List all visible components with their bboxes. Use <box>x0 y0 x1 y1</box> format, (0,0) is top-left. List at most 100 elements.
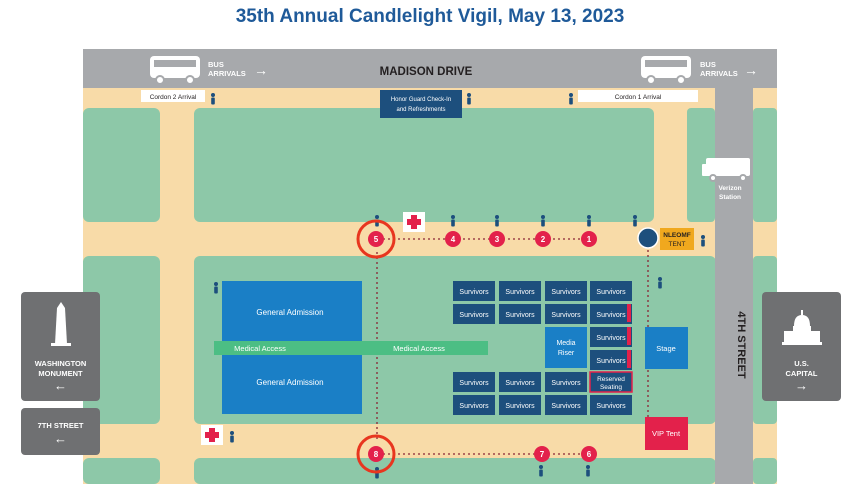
survivors-block <box>590 304 632 324</box>
person-icon <box>467 93 471 105</box>
capitol-icon <box>782 310 822 345</box>
survivors-block <box>499 395 541 415</box>
survivors-block <box>499 372 541 392</box>
survivors-label: Survivors <box>459 289 489 296</box>
survivors-label: Survivors <box>596 358 626 365</box>
person-icon <box>587 215 591 227</box>
person-icon <box>586 465 590 477</box>
survivors-label: Survivors <box>505 403 535 410</box>
arrow-left-icon: ← <box>54 431 67 446</box>
survivors-block <box>499 281 541 301</box>
survivors-label: Survivors <box>505 289 535 296</box>
route-marker-label: 6 <box>587 450 592 459</box>
first-aid-icon <box>403 212 425 232</box>
first-aid-icon <box>201 425 223 445</box>
route-marker-label: 3 <box>495 235 500 244</box>
washington-monument-panel: WASHINGTON MONUMENT ← <box>21 292 100 401</box>
survivors-label: Survivors <box>596 289 626 296</box>
survivors-block <box>453 304 495 324</box>
highlight-ring-8 <box>356 434 396 474</box>
reserved-markers <box>627 304 631 368</box>
survivors-label: Survivors <box>459 312 489 319</box>
route-marker-6 <box>581 446 597 462</box>
us-capital-line2: CAPITAL <box>785 369 818 378</box>
us-capital-line1: U.S. <box>794 359 809 368</box>
route-marker-label: 5 <box>374 235 379 244</box>
arrow-right-icon: → <box>795 378 808 393</box>
survivors-label: Survivors <box>596 403 626 410</box>
survivors-block <box>545 281 587 301</box>
route-marker-4 <box>445 231 461 247</box>
person-icon <box>495 215 499 227</box>
verizon-line2: Station <box>719 194 741 201</box>
vip-tent <box>645 417 688 450</box>
person-icon <box>541 215 545 227</box>
survivors-block <box>545 304 587 324</box>
fourth-street-label: 4TH STREET <box>735 311 747 379</box>
survivors-label: Survivors <box>505 312 535 319</box>
seventh-street-panel: 7TH STREET ← <box>21 408 100 455</box>
bus-icon <box>150 56 200 85</box>
nleomf-line1: NLEOMF <box>663 232 690 239</box>
cordon-1-label: Cordon 1 Arrival <box>615 94 662 101</box>
arrow-right-icon: → <box>744 62 758 78</box>
person-icon <box>658 277 662 289</box>
medical-access-strip <box>214 341 488 355</box>
route-marker-label: 8 <box>374 450 379 459</box>
bus-arrivals-right-line1: BUS <box>700 60 716 69</box>
survivors-label: Survivors <box>551 289 581 296</box>
person-icon <box>569 93 573 105</box>
survivors-block <box>590 395 632 415</box>
bus-arrivals-left-line1: BUS <box>208 60 224 69</box>
madison-drive-label: MADISON DRIVE <box>380 66 473 78</box>
survivors-label: Survivors <box>596 312 626 319</box>
media-riser-line2: Riser <box>558 350 575 357</box>
arrow-right-icon: → <box>254 62 268 78</box>
reserved-seating <box>589 371 633 393</box>
nleomf-line2: TENT <box>669 241 686 248</box>
route-marker-label: 7 <box>540 450 545 459</box>
survivors-block <box>499 304 541 324</box>
survivors-label: Survivors <box>596 335 626 342</box>
person-icons <box>211 93 705 479</box>
seventh-street-label: 7TH STREET <box>37 421 84 430</box>
stage <box>645 327 688 369</box>
survivors-label: Survivors <box>459 380 489 387</box>
survivors-label: Survivors <box>551 380 581 387</box>
bus-arrivals-right-line2: ARRIVALS <box>700 69 738 78</box>
us-capital-panel: U.S. CAPITAL → <box>762 292 841 401</box>
honor-guard-line1: Honor Guard Check-In <box>391 97 451 103</box>
route-markers-bottom: 8 7 6 <box>368 446 597 462</box>
general-admission-bottom-label: General Admission <box>256 378 323 387</box>
route-marker-8 <box>368 446 384 462</box>
route-marker-label: 4 <box>451 235 456 244</box>
bus-icon <box>641 56 691 85</box>
monument-icon <box>51 302 71 346</box>
stage-label: Stage <box>656 344 676 353</box>
survivors-block <box>453 281 495 301</box>
route-marker-7 <box>534 446 550 462</box>
medical-access-label-1: Medical Access <box>234 344 286 353</box>
survivors-label: Survivors <box>459 403 489 410</box>
general-admission-top <box>222 281 362 343</box>
verizon-line1: Verizon <box>718 185 741 192</box>
washington-monument-line1: WASHINGTON <box>34 359 87 368</box>
bus-arrivals-left-line2: ARRIVALS <box>208 69 246 78</box>
honor-guard-box <box>380 90 462 118</box>
survivors-block <box>453 395 495 415</box>
cordon-2-label: Cordon 2 Arrival <box>150 94 197 101</box>
survivors-label: Survivors <box>551 312 581 319</box>
survivors-block <box>453 372 495 392</box>
person-icon <box>230 431 234 443</box>
survivors-label: Survivors <box>551 403 581 410</box>
reserved-seating-line1: Reserved <box>597 376 625 383</box>
nleomf-tent <box>660 228 694 250</box>
general-admission-top-label: General Admission <box>256 308 323 317</box>
person-icon <box>211 93 215 105</box>
cordon-1-box <box>578 90 698 102</box>
cordon-2-box <box>141 90 205 102</box>
fourth-street-road <box>715 88 753 484</box>
person-icon <box>214 282 218 294</box>
route-marker-label: 2 <box>541 235 546 244</box>
